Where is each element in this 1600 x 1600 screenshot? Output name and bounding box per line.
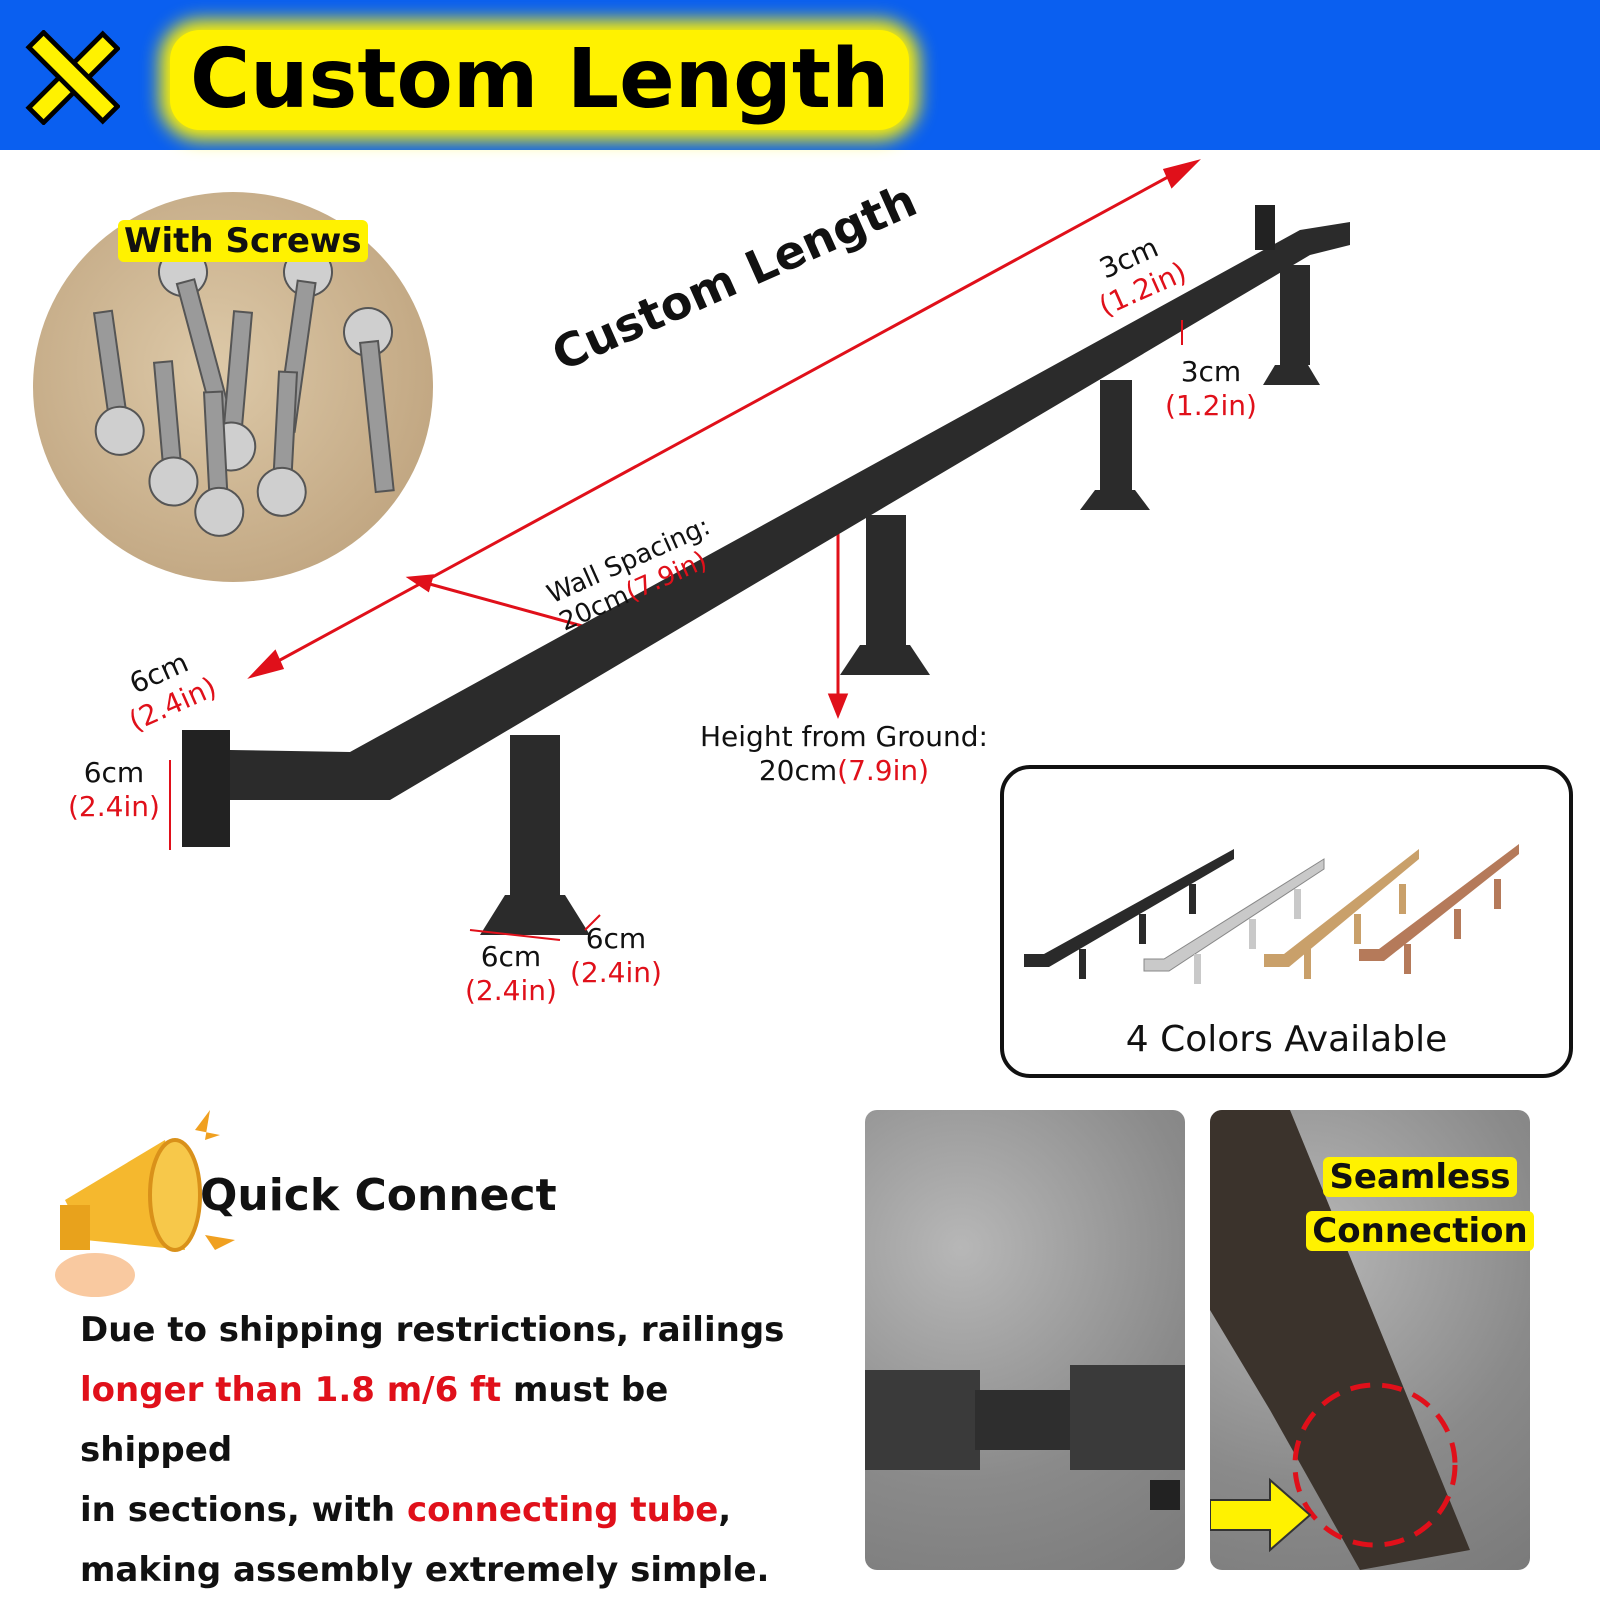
header-banner: Custom Length [0,0,1600,150]
handrail [182,205,1350,935]
rail-bronze-swatch [1359,844,1519,974]
post [510,735,560,895]
post-base [840,645,930,675]
post [1100,380,1132,490]
screw-icon [92,309,145,456]
screw-icon [343,307,395,494]
post [1280,265,1310,365]
megaphone-icon [55,1110,235,1297]
screw-icon [194,390,245,537]
rail-silver-swatch [1143,858,1325,984]
plate-height-dim: 6cm(2.4in) [68,756,160,823]
post-base [480,895,590,935]
railing-diagram [169,159,1350,941]
post-base [1263,365,1320,385]
banner-title: Custom Length [170,30,910,130]
colors-available-box: 4 Colors Available [1000,765,1573,1078]
connecting-tube-photo [865,1110,1185,1570]
quick-connect-title: Quick Connect [200,1170,557,1221]
base-depth-dim: 6cm(2.4in) [570,922,662,989]
post [866,515,906,645]
height-from-ground-dim: Height from Ground: 20cm(7.9in) [700,720,988,787]
screws-label: With Screws [118,220,368,262]
rail-height-dim: 3cm(1.2in) [1165,355,1257,422]
length-arrow [247,159,1201,679]
base-width-dim: 6cm(2.4in) [465,940,557,1007]
rail-gold-swatch [1264,849,1419,979]
screw-icon [256,370,307,517]
ruler-pencil-icon [25,30,120,125]
colors-label: 4 Colors Available [1125,1019,1448,1060]
screw-icon [148,360,199,507]
post-base [1080,490,1150,510]
rail-black-swatch [1024,849,1234,979]
quick-connect-text: Due to shipping restrictions, railings l… [80,1310,785,1590]
